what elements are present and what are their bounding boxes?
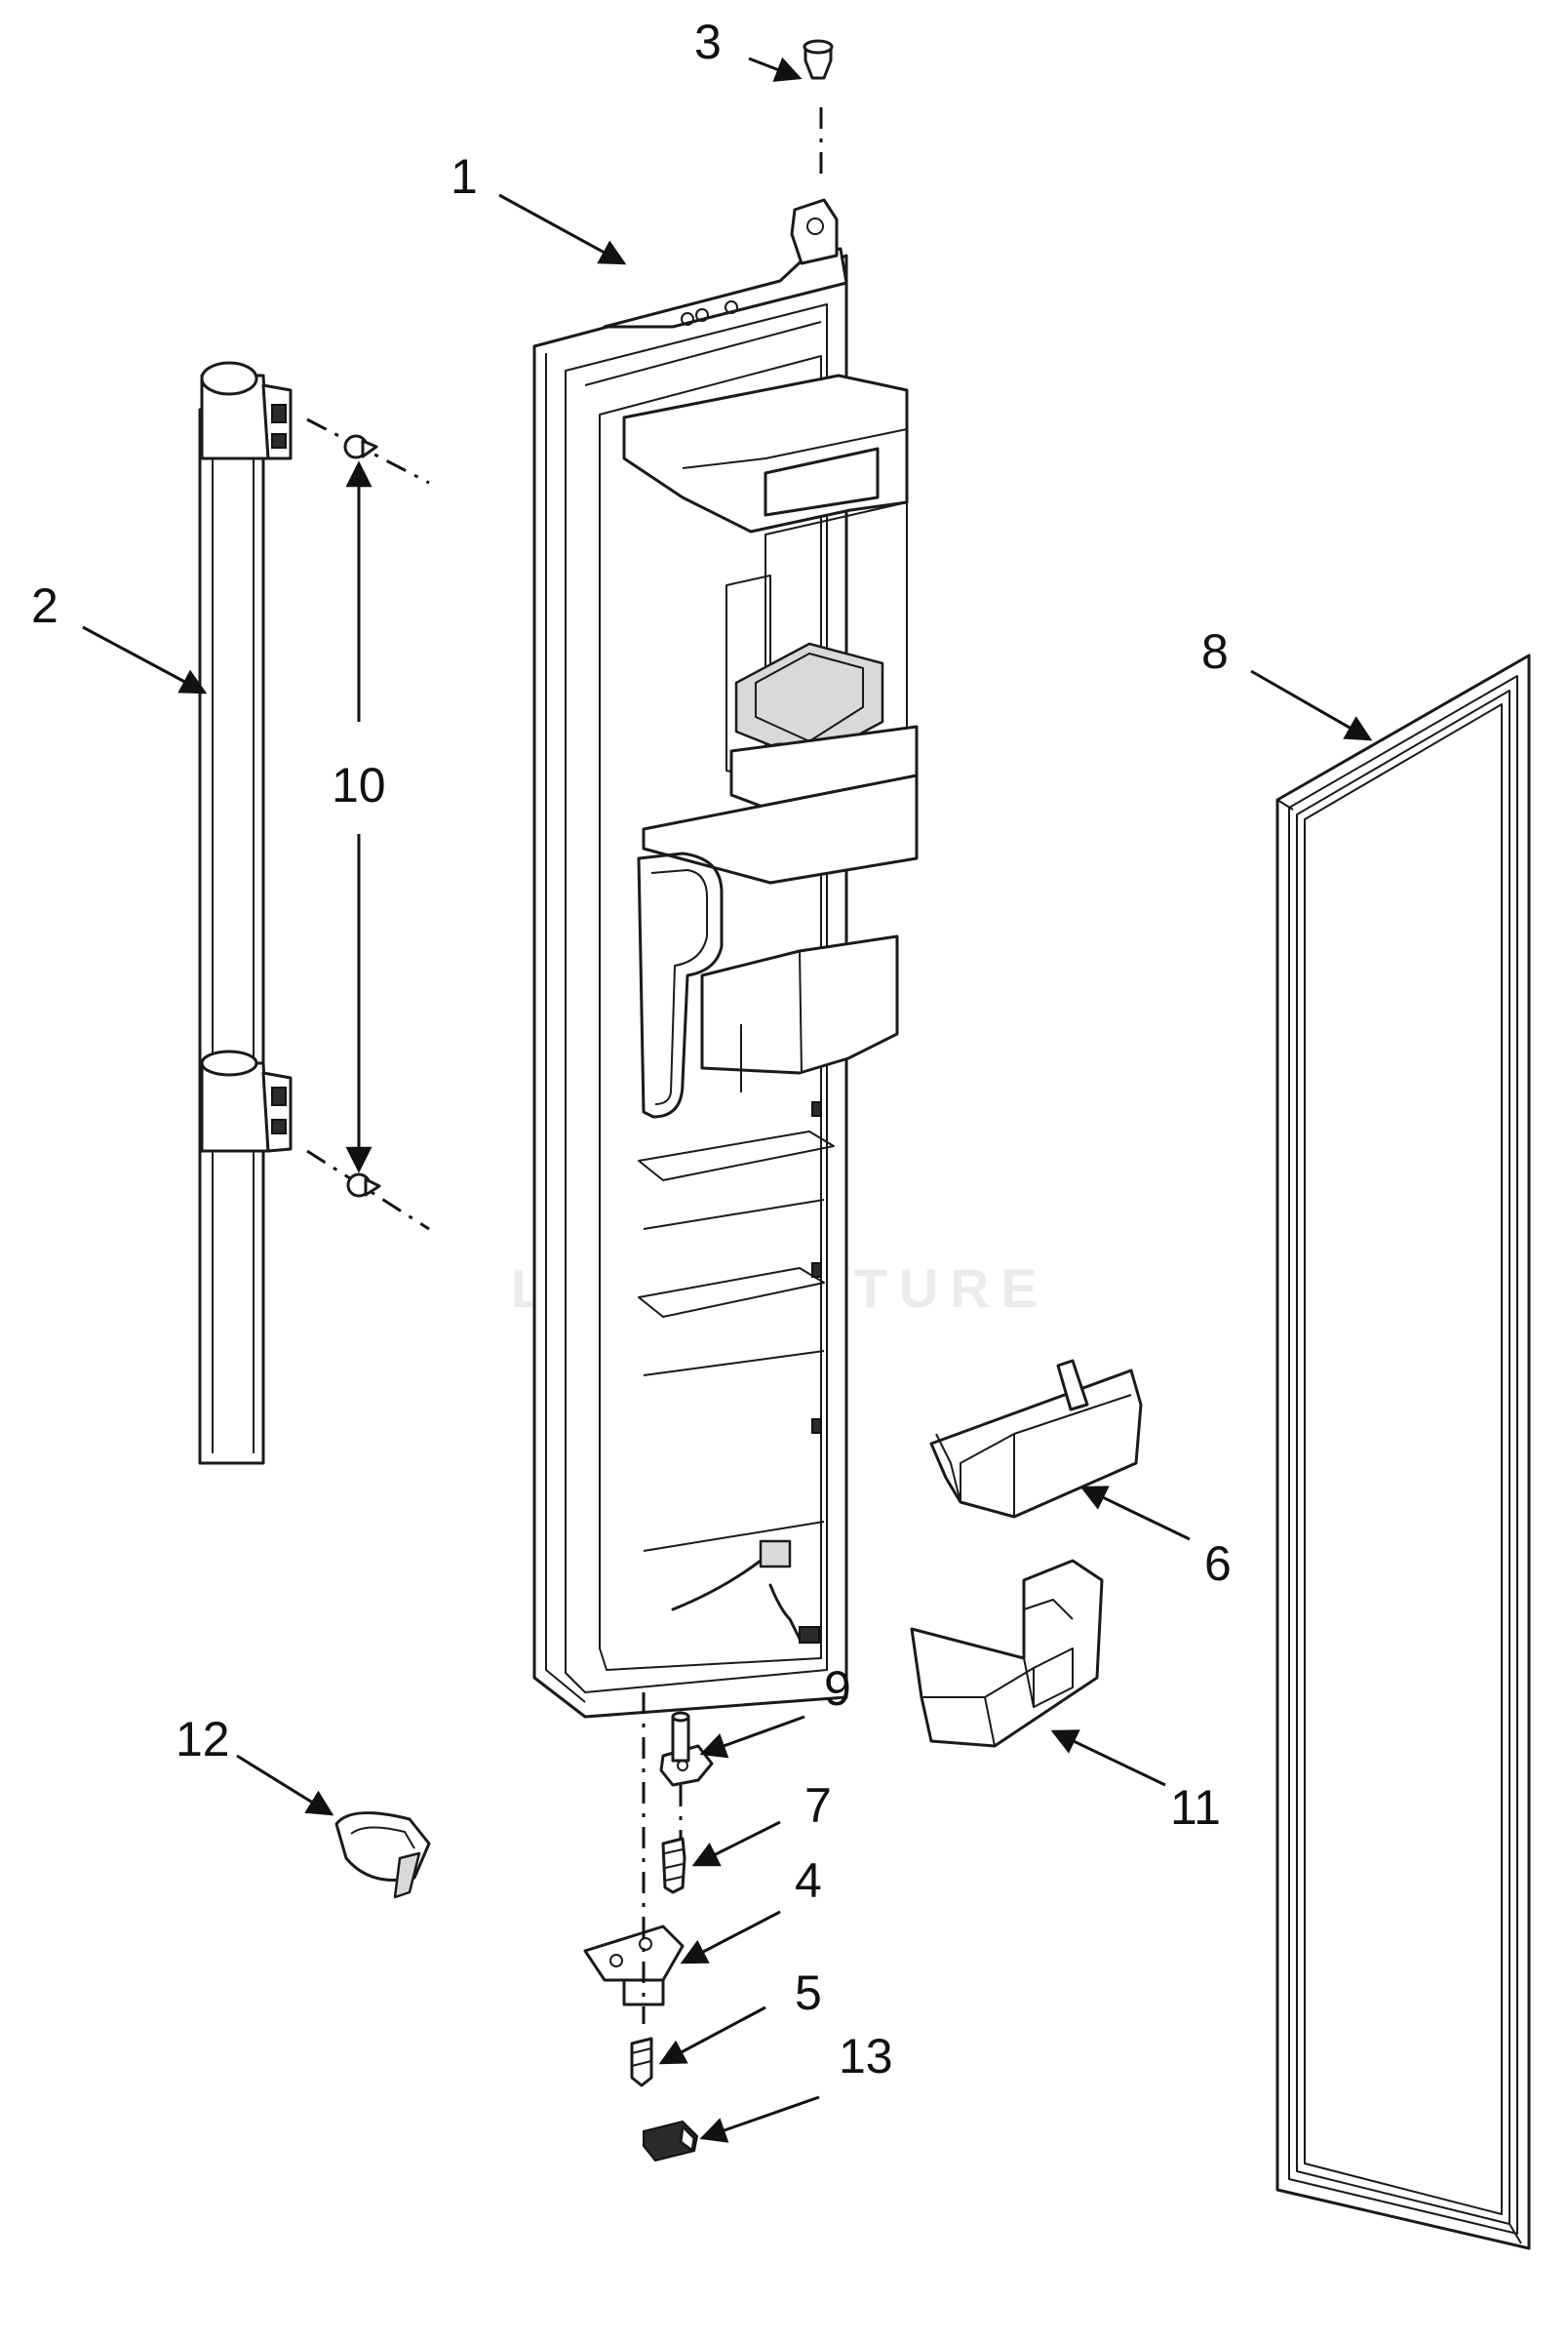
callout-4-leader (680, 1910, 781, 1964)
callout-11-leader (1050, 1729, 1166, 1787)
door-gasket (1275, 654, 1531, 2250)
callout-5-leader (658, 2005, 766, 2065)
hinge-pin (659, 1711, 714, 1787)
callout-7-leader (691, 1820, 781, 1867)
callout-2-leader (82, 625, 208, 694)
callout-12: 12 (176, 1712, 230, 1766)
door-bin-small (929, 1359, 1143, 1519)
door-stop (643, 2120, 699, 2162)
handle-screw-bottom (306, 1149, 430, 1231)
callout-1-leader (498, 193, 627, 265)
hinge-screw (661, 1837, 686, 1894)
callout-11: 11 (1170, 1780, 1221, 1835)
callout-8: 8 (1201, 624, 1229, 679)
callout-9-leader (699, 1715, 805, 1759)
hinge-bushing (803, 39, 834, 180)
callout-8-leader (1250, 669, 1373, 741)
callout-3-leader (748, 57, 803, 82)
door-bin-tall (910, 1559, 1104, 1748)
callout-9: 9 (824, 1661, 851, 1716)
callout-3: 3 (694, 15, 722, 69)
callout-6: 6 (1204, 1536, 1232, 1591)
callout-2: 2 (31, 578, 59, 633)
door-assembly (532, 198, 919, 1719)
handle-screw-top (306, 417, 430, 485)
callout-6-leader (1079, 1486, 1191, 1541)
callout-7: 7 (804, 1778, 832, 1833)
door-handle (198, 361, 293, 1465)
callout-13-leader (699, 2095, 820, 2143)
wire-clip (334, 1811, 431, 1899)
callout-1: 1 (451, 149, 478, 204)
bracket-screw (630, 2037, 653, 2087)
callout-12-leader (236, 1754, 334, 1816)
callout-13: 13 (839, 2029, 893, 2083)
callout-5: 5 (795, 1965, 822, 2020)
hinge-bracket (583, 1924, 685, 2006)
callout-4: 4 (795, 1853, 822, 1908)
callout-10: 10 (332, 758, 386, 813)
